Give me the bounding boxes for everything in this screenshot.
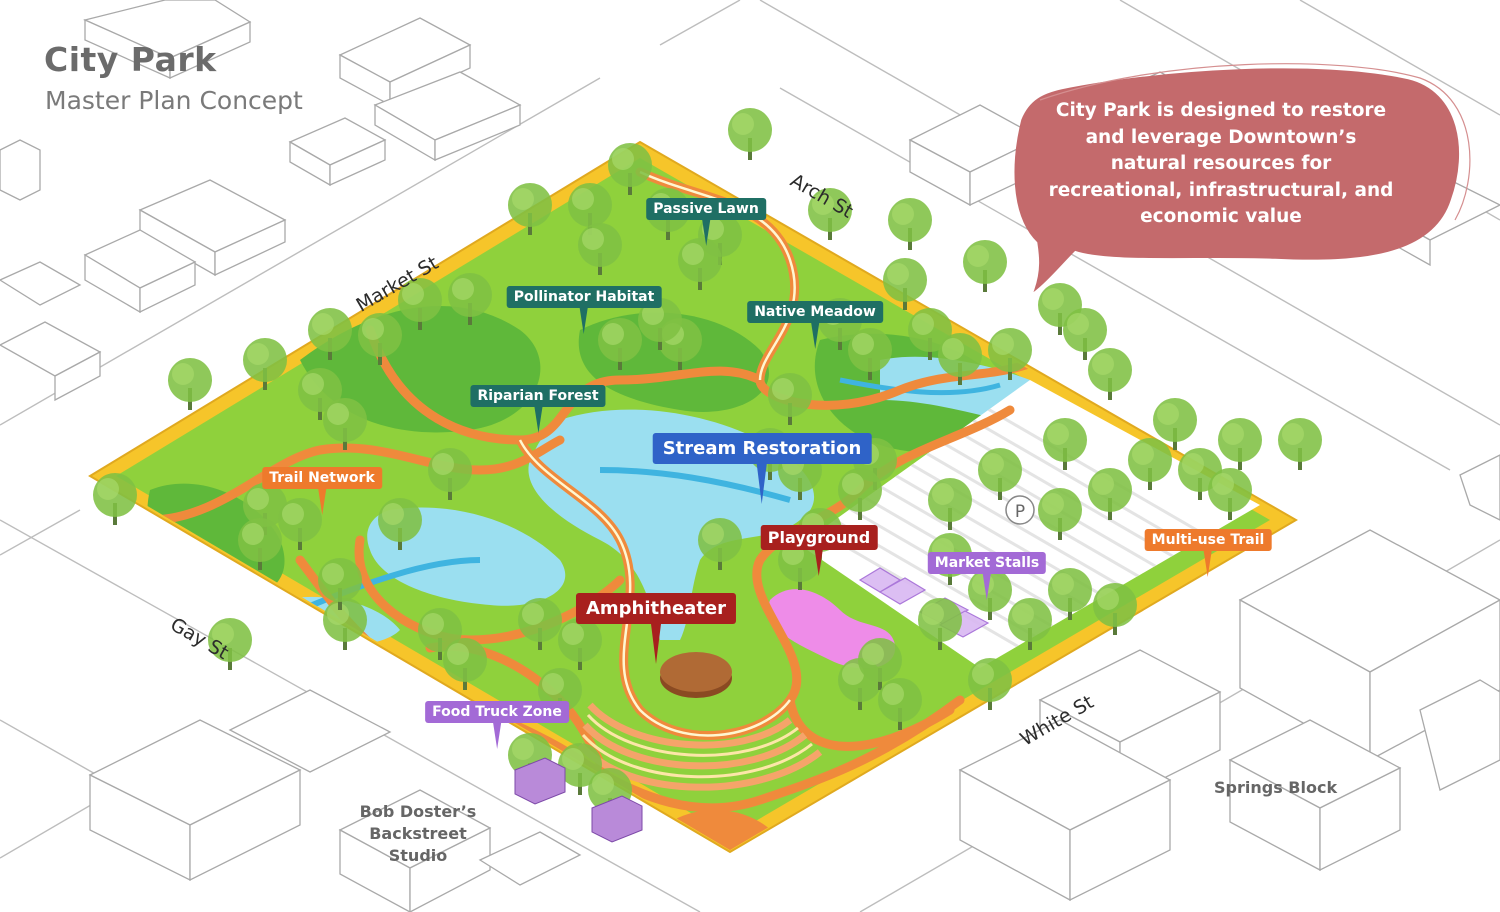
place-bob-doster-line2: Backstreet Studio <box>369 824 467 865</box>
callout-line: City Park is designed to restore <box>1055 100 1387 121</box>
page-title: City Park <box>44 40 217 79</box>
callout-bubble <box>1014 63 1471 293</box>
tag-multi-use-trail: Multi-use Trail <box>1144 529 1272 577</box>
tag-amphitheater: Amphitheater <box>575 593 737 664</box>
tag-trail-network: Trail Network <box>262 467 382 515</box>
tag-food-truck-zone: Food Truck Zone <box>425 701 569 749</box>
place-springs-block: Springs Block <box>1214 778 1338 797</box>
place-bob-doster-line1: Bob Doster’s <box>359 802 477 821</box>
tag-playground: Playground <box>760 525 878 576</box>
page-subtitle: Master Plan Concept <box>45 86 303 115</box>
trees <box>93 108 1322 820</box>
callout-line: natural resources for <box>1110 153 1332 174</box>
callout-line: recreational, infrastructural, and <box>1048 179 1394 201</box>
tag-market-stalls: Market Stalls <box>927 552 1047 600</box>
parking-circle <box>1005 495 1035 525</box>
food-trucks <box>514 757 643 843</box>
callout-line: economic value <box>1140 206 1302 227</box>
callout-text: City Park is designed to restore and lev… <box>1030 98 1412 231</box>
tag-riparian-forest: Riparian Forest <box>470 385 606 433</box>
parking-symbol: P <box>1015 502 1025 522</box>
tag-native-meadow: Native Meadow <box>747 301 883 349</box>
tag-pollinator-habitat: Pollinator Habitat <box>506 286 662 334</box>
tag-passive-lawn: Passive Lawn <box>646 198 766 246</box>
tag-stream-restoration: Stream Restoration <box>652 433 872 504</box>
callout-line: and leverage Downtown’s <box>1085 126 1357 148</box>
place-bob-doster: Bob Doster’s Backstreet Studio <box>338 801 498 867</box>
